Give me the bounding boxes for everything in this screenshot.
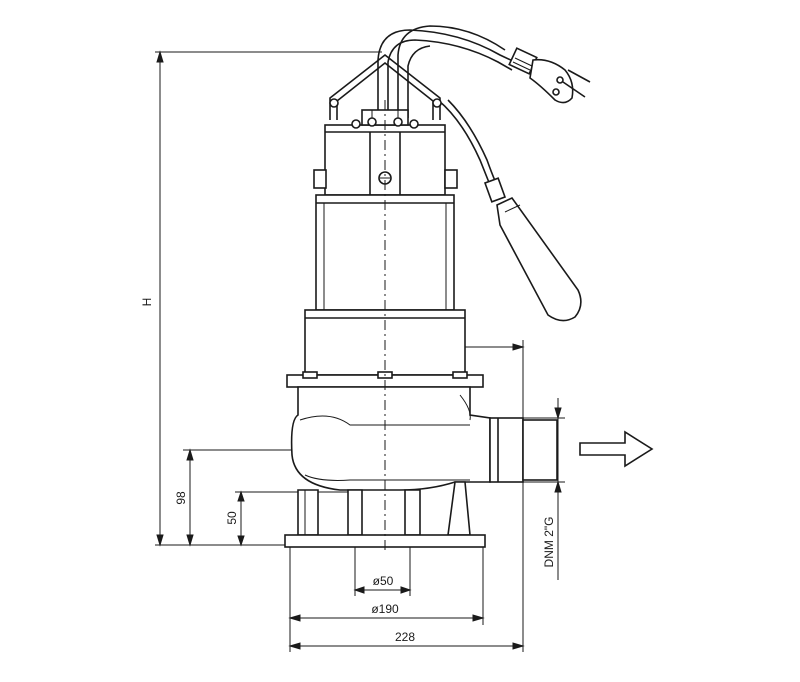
power-cable <box>377 25 591 118</box>
outlet-nozzle <box>489 417 558 483</box>
inlet-diameter-label: ø50 <box>373 574 394 588</box>
outlet-thread-label: DNM 2"G <box>542 517 556 568</box>
outlet-height-label: 98 <box>174 491 188 505</box>
plug <box>508 47 591 104</box>
dimension-overall-width: 228 <box>288 482 525 652</box>
flow-direction-arrow <box>579 430 654 468</box>
float-switch <box>496 196 582 322</box>
dimension-base-diameter: ø190 <box>288 545 485 652</box>
height-label: H <box>140 298 154 307</box>
overall-width-label: 228 <box>395 630 415 644</box>
volute-body <box>290 386 491 491</box>
inlet-height-label: 50 <box>225 511 239 525</box>
dimension-h: H <box>140 50 382 547</box>
float-switch-cable <box>437 99 507 203</box>
dimension-inlet-diameter: ø50 <box>353 545 412 596</box>
dimension-outlet-thread: DNM 2"G <box>523 398 565 580</box>
base-diameter-label: ø190 <box>371 602 399 616</box>
dimension-50: 50 <box>225 490 355 547</box>
handle <box>329 53 442 120</box>
